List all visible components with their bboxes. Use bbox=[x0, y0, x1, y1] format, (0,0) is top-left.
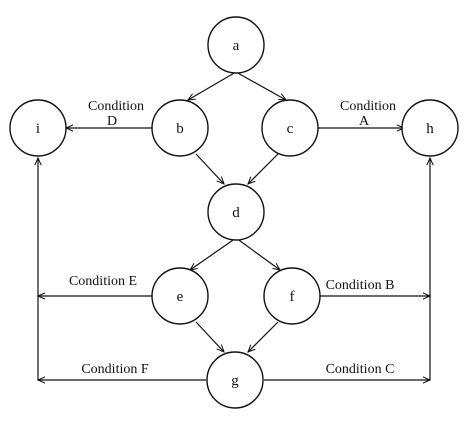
node-f-label: f bbox=[290, 289, 295, 305]
edge-d-f bbox=[235, 237, 280, 270]
condition-f-label: Condition F bbox=[81, 362, 149, 377]
node-g: g bbox=[206, 351, 264, 409]
edge-a-b bbox=[188, 71, 237, 100]
condition-d-label-line2: D bbox=[107, 114, 117, 129]
node-b-label: b bbox=[176, 121, 184, 137]
condition-a-label-line2: A bbox=[359, 114, 370, 129]
node-e: e bbox=[151, 267, 209, 325]
edge-c-d bbox=[248, 153, 279, 184]
node-c: c bbox=[261, 99, 319, 157]
condition-d-label-line1: Condition bbox=[88, 99, 144, 114]
node-i-label: i bbox=[36, 121, 40, 137]
edge-a-c bbox=[235, 71, 286, 100]
edge-f-g bbox=[248, 321, 279, 352]
node-d-label: d bbox=[232, 205, 240, 221]
condition-e-label: Condition E bbox=[69, 274, 137, 289]
node-a-label: a bbox=[233, 38, 240, 54]
edge-b-d bbox=[195, 153, 224, 184]
node-i: i bbox=[9, 99, 67, 157]
node-g-label: g bbox=[231, 373, 239, 389]
node-b: b bbox=[151, 99, 209, 157]
node-c-label: c bbox=[287, 121, 294, 137]
condition-a-label-line1: Condition bbox=[340, 99, 396, 114]
node-d: d bbox=[207, 183, 265, 241]
node-e-label: e bbox=[177, 289, 184, 305]
node-h-label: h bbox=[426, 121, 434, 137]
node-h: h bbox=[401, 99, 459, 157]
node-f: f bbox=[263, 267, 321, 325]
condition-b-label: Condition B bbox=[326, 278, 395, 293]
node-a: a bbox=[207, 16, 265, 74]
edge-e-g bbox=[195, 321, 224, 352]
condition-c-label: Condition C bbox=[326, 362, 395, 377]
edge-d-e bbox=[190, 237, 237, 270]
